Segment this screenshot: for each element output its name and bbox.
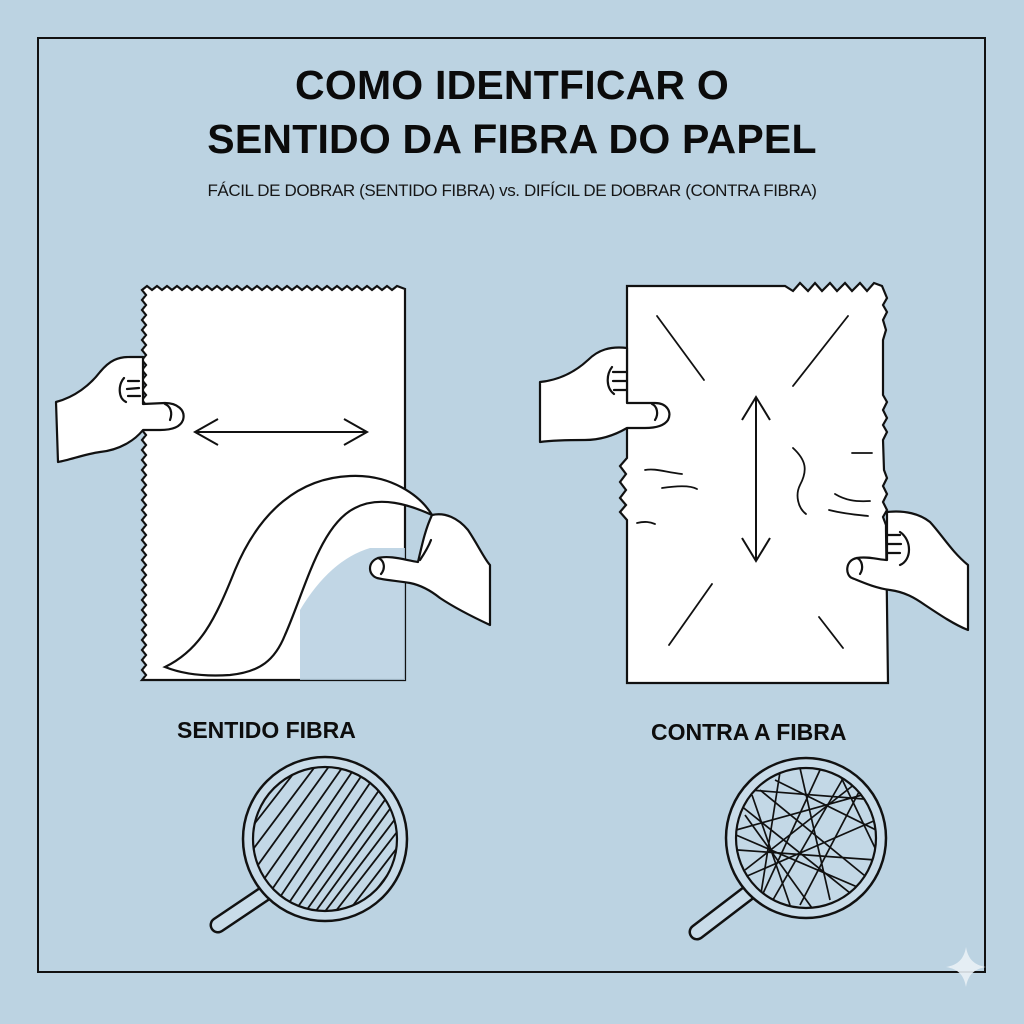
label-against-grain: CONTRA A FIBRA <box>651 719 847 745</box>
magnifier-parallel-fibers-icon <box>209 755 409 934</box>
bending-flap <box>162 474 435 677</box>
page-title: COMO IDENTFICAR O SENTIDO DA FIBRA DO PA… <box>0 58 1024 166</box>
title-line-1: COMO IDENTFICAR O <box>295 62 729 108</box>
right-hand-icon <box>368 513 492 627</box>
magnifier-tangled-fibers-icon <box>688 756 888 941</box>
right-hand-icon <box>846 510 970 632</box>
outer-frame <box>37 37 986 973</box>
tension-lines <box>636 315 873 649</box>
horizontal-arrow-icon <box>192 418 370 446</box>
left-hand-icon <box>54 355 185 464</box>
vertical-arrow-icon <box>741 395 771 563</box>
sparkle-icon <box>946 947 986 987</box>
grain-paper-illustration <box>54 284 492 682</box>
title-line-2: SENTIDO DA FIBRA DO PAPEL <box>207 116 817 162</box>
label-with-grain: SENTIDO FIBRA <box>177 717 356 743</box>
paper-sheet <box>618 281 890 685</box>
left-hand-icon <box>538 346 671 444</box>
subtitle: FÁCIL DE DOBRAR (SENTIDO FIBRA) vs. DIFÍ… <box>207 181 817 200</box>
against-grain-paper-illustration <box>538 281 970 685</box>
